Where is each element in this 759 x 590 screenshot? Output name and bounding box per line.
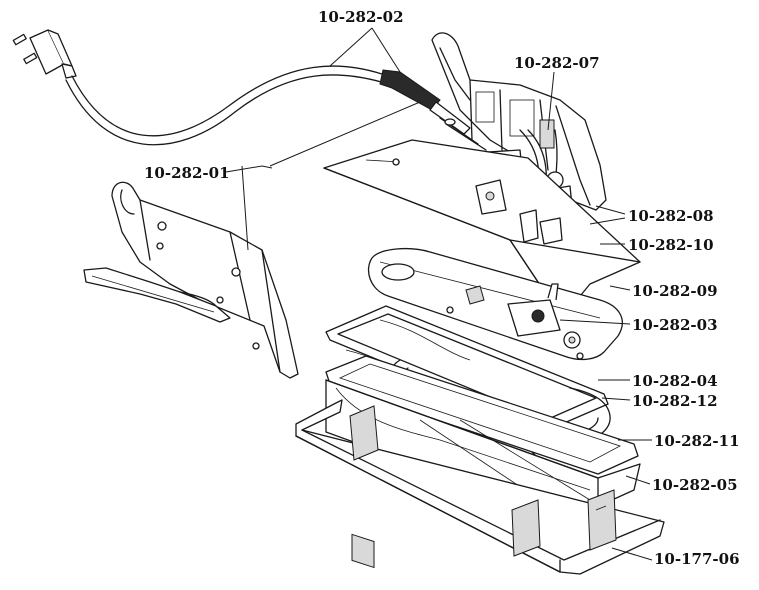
label-heat-shield: 10-282-09	[632, 282, 718, 300]
cover-plate	[323, 139, 641, 319]
label-handle: 10-282-01	[144, 164, 230, 182]
label-screws: 10-282-08	[628, 207, 714, 225]
soleplate	[295, 399, 665, 575]
housing-body	[325, 379, 641, 569]
thermostat-plate	[367, 247, 623, 361]
gasket-frame	[325, 305, 609, 431]
label-cord: 10-282-02	[318, 8, 404, 26]
leader-lines	[225, 27, 653, 561]
label-thermostat: 10-282-03	[632, 316, 718, 334]
label-soleplate: 10-177-06	[654, 550, 740, 568]
label-gasket: 10-282-04	[632, 372, 718, 390]
label-housing: 10-282-05	[652, 476, 738, 494]
side-handle-assembly	[83, 181, 299, 379]
label-cover-plate: 10-282-10	[628, 236, 714, 254]
label-insulation: 10-282-11	[654, 432, 740, 450]
label-element: 10-282-12	[632, 392, 718, 410]
label-terminal: 10-282-07	[514, 54, 600, 72]
part-labels: 10-282-02 10-282-07 10-282-01 10-282-08 …	[144, 8, 740, 568]
power-cord-assembly	[12, 29, 487, 151]
